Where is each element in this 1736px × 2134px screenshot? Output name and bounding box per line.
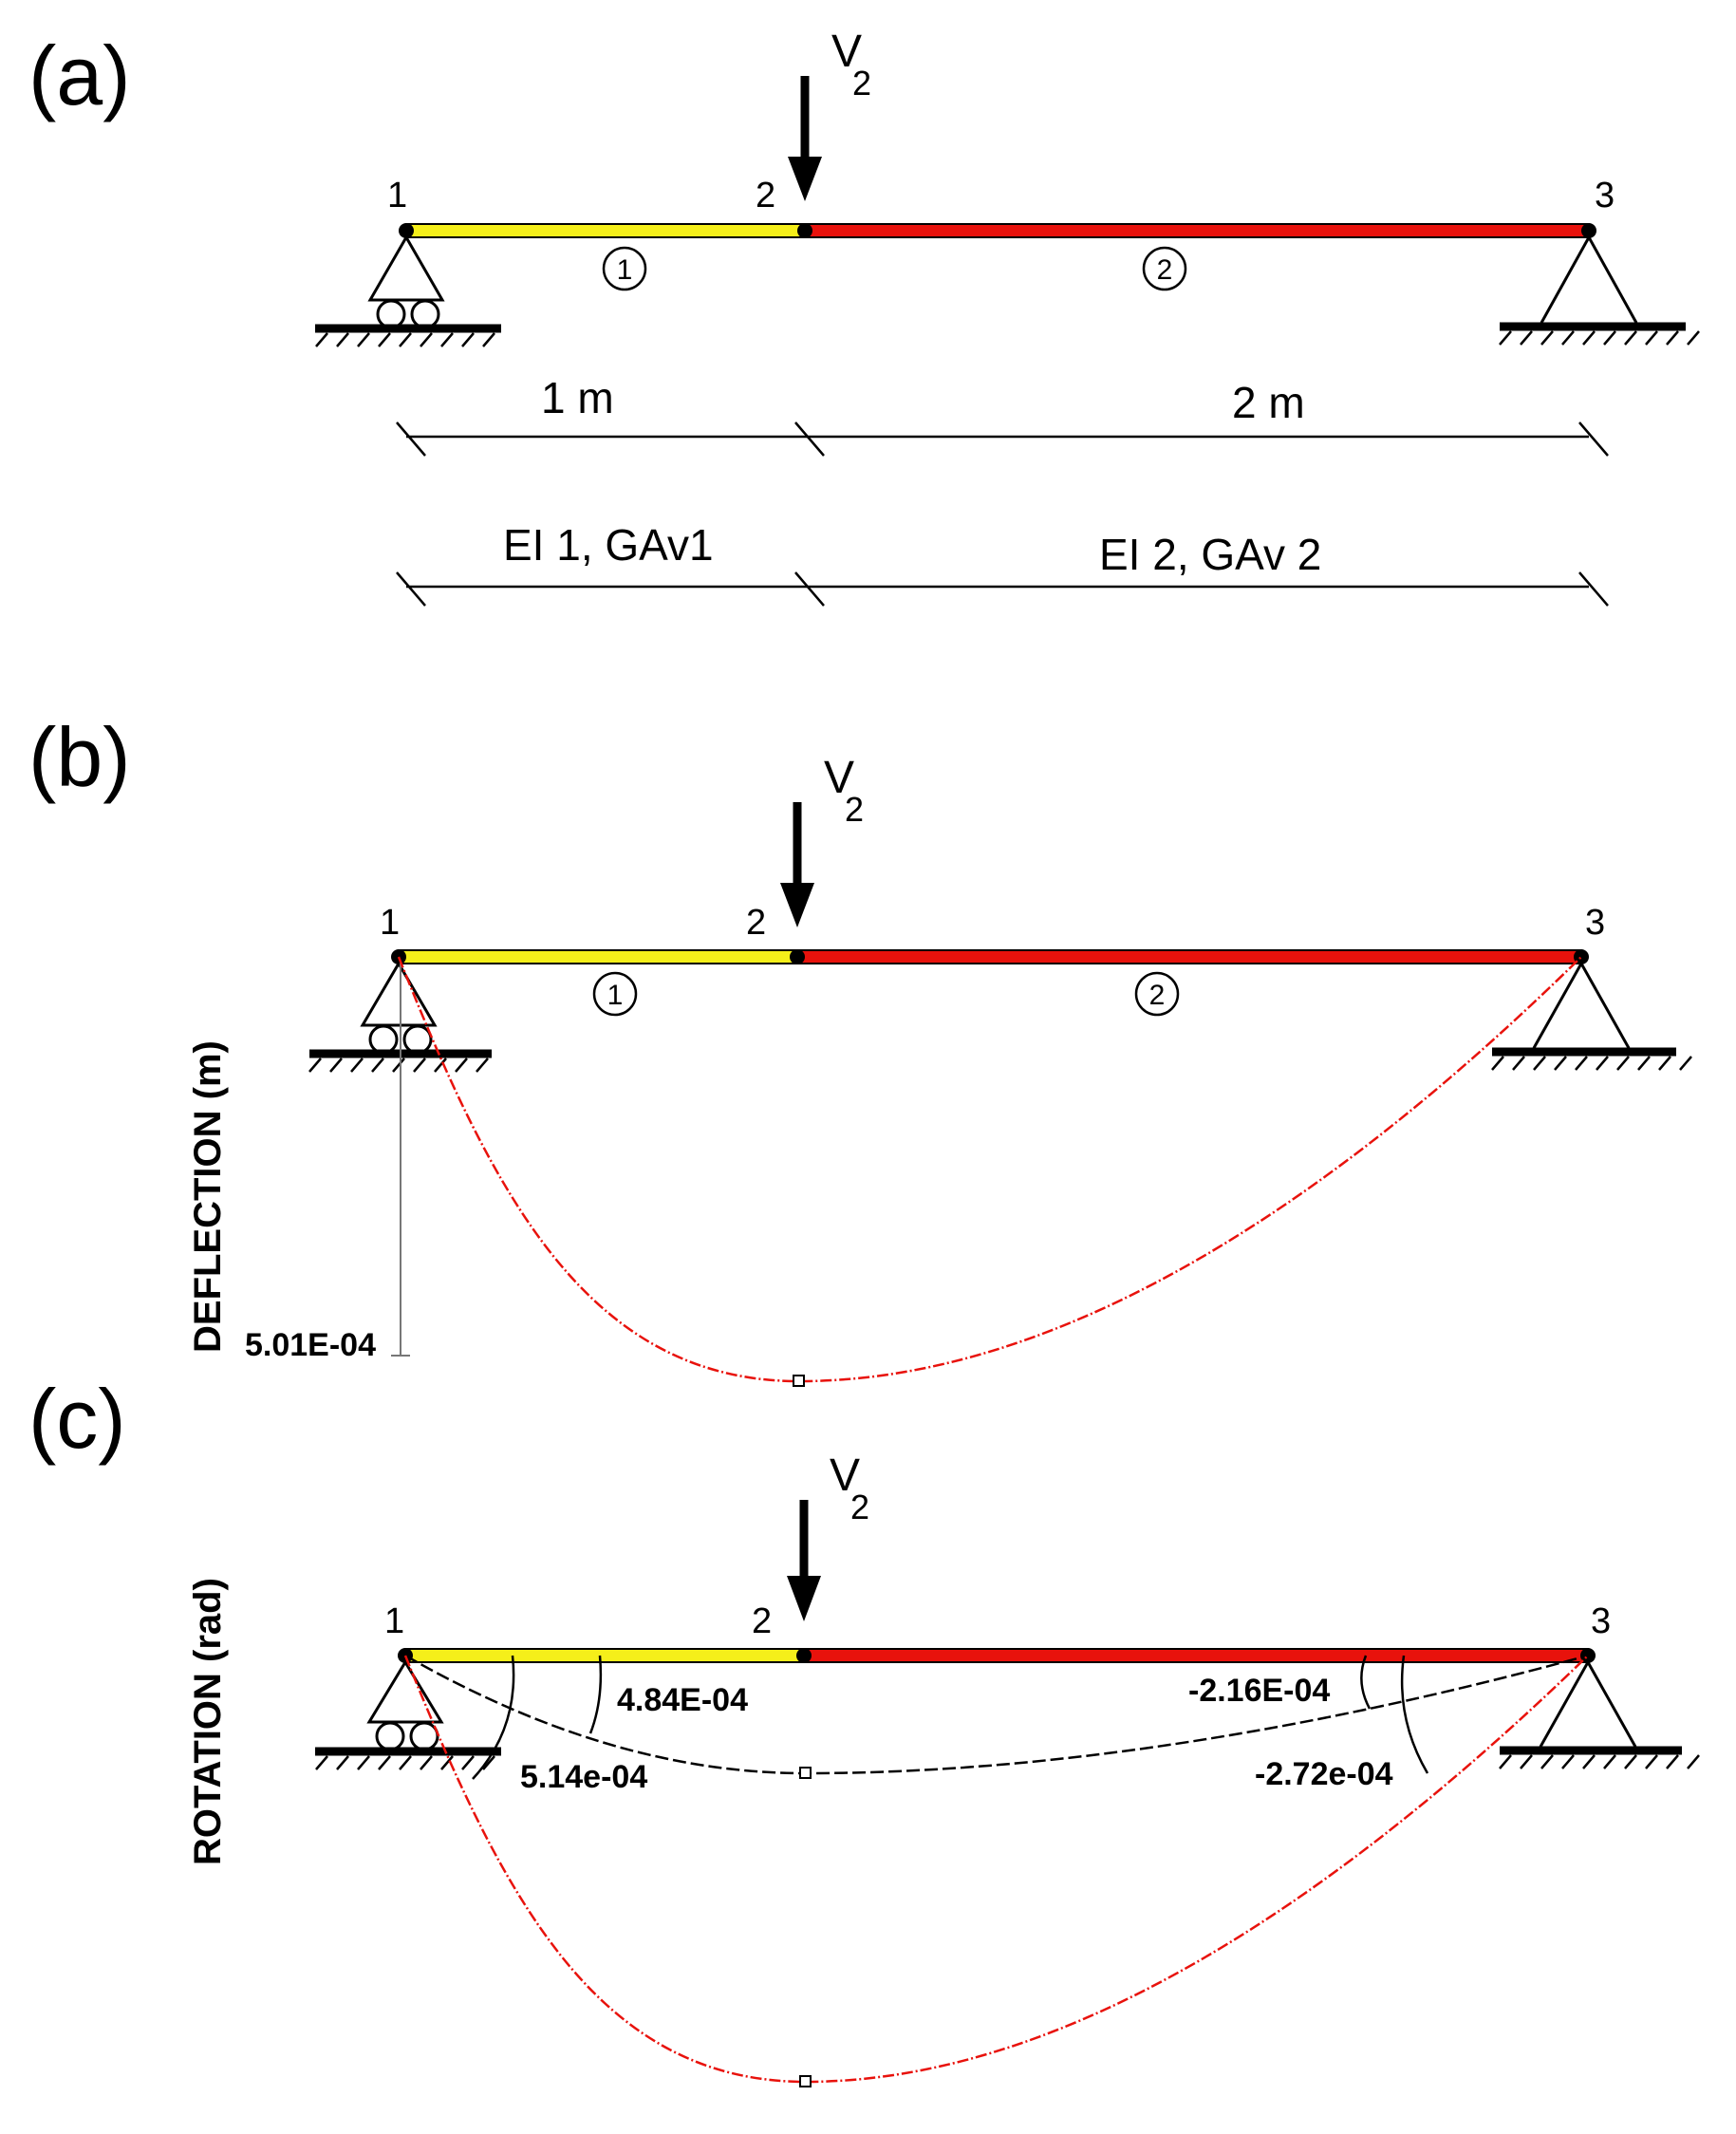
rotation-curve-primary — [403, 1655, 1589, 2084]
svg-text:1: 1 — [607, 980, 624, 1011]
pin-support-b — [1491, 963, 1692, 1071]
element-1-bar-c — [404, 1648, 805, 1663]
pin-support-a — [1499, 236, 1700, 346]
load-symbol-a: V — [831, 27, 862, 77]
element-1-bar-a — [405, 223, 806, 238]
rotation-value-left-inner: 4.84E-04 — [617, 1682, 748, 1718]
node-label-2-a: 2 — [756, 176, 775, 215]
node-label-1-b: 1 — [380, 903, 400, 943]
rotation-value-right-outer: -2.72e-04 — [1255, 1756, 1393, 1792]
rotation-value-left-outer: 5.14e-04 — [520, 1759, 647, 1795]
node-label-3-c: 3 — [1591, 1601, 1611, 1641]
property-dimension-line — [396, 571, 1609, 607]
node-3-dot-b — [1574, 949, 1589, 964]
property-2-label: EI 2, GAv 2 — [1099, 530, 1321, 579]
node-label-3-b: 3 — [1585, 903, 1605, 943]
svg-text:2: 2 — [1149, 980, 1166, 1011]
rotation-secondary-marker — [799, 1767, 812, 1779]
length-dimension-line — [396, 421, 1609, 457]
node-label-1-a: 1 — [387, 176, 407, 215]
load-arrow-c — [787, 1500, 821, 1621]
roller-support-c — [315, 1659, 501, 1770]
element-marker-1-a: 1 — [602, 246, 647, 291]
panel-c: (c) ROTATION (rad) V 2 1 2 3 — [28, 1372, 1700, 2087]
element-marker-2-a: 2 — [1142, 246, 1187, 291]
angle-arc-left-inner — [588, 1655, 603, 1734]
rotation-primary-marker — [799, 2075, 812, 2087]
load-symbol-c: V — [830, 1451, 860, 1501]
load-subscript-b: 2 — [845, 790, 864, 829]
deflection-curve — [397, 956, 1582, 1383]
load-arrow-a — [788, 76, 822, 201]
angle-arc-left-outer — [472, 1655, 515, 1780]
svg-text:1: 1 — [617, 254, 633, 286]
load-arrow-b — [780, 802, 814, 927]
node-2-dot-a — [797, 223, 812, 238]
panel-b: (b) DEFLECTION (m) V 2 1 2 3 1 2 — [28, 710, 1692, 1387]
deflection-value-label: 5.01E-04 — [245, 1327, 376, 1363]
panel-c-label: (c) — [28, 1372, 126, 1466]
rotation-curve-secondary — [404, 1654, 1589, 1775]
deflection-dimension-line — [391, 961, 410, 1357]
deflection-axis-title: DEFLECTION (m) — [187, 1040, 229, 1353]
angle-arc-right-inner — [1360, 1655, 1372, 1710]
load-subscript-a: 2 — [852, 64, 871, 103]
node-label-2-b: 2 — [746, 903, 766, 943]
element-2-bar-b — [796, 949, 1582, 964]
node-2-dot-c — [796, 1648, 812, 1663]
rotation-value-right-inner: -2.16E-04 — [1188, 1673, 1330, 1709]
element-marker-1-b: 1 — [592, 971, 638, 1017]
svg-text:2: 2 — [1157, 254, 1173, 286]
length-2-label: 2 m — [1232, 378, 1305, 427]
load-symbol-b: V — [824, 753, 854, 803]
pin-support-c — [1499, 1661, 1700, 1769]
roller-support-a — [315, 234, 501, 347]
node-label-3-a: 3 — [1595, 176, 1615, 215]
element-marker-2-b: 2 — [1134, 971, 1180, 1017]
property-1-label: EI 1, GAv1 — [503, 520, 714, 570]
length-1-label: 1 m — [541, 373, 614, 422]
node-label-2-c: 2 — [752, 1601, 772, 1641]
rotation-axis-title: ROTATION (rad) — [187, 1578, 229, 1865]
element-1-bar-b — [398, 949, 798, 964]
panel-a: (a) V 2 1 2 3 1 2 — [28, 27, 1700, 607]
load-subscript-c: 2 — [850, 1488, 869, 1526]
node-1-dot-a — [399, 223, 414, 238]
node-3-dot-a — [1581, 223, 1596, 238]
deflection-max-marker — [793, 1375, 805, 1387]
panel-b-label: (b) — [28, 710, 131, 804]
angle-arc-right-outer — [1400, 1655, 1429, 1774]
node-label-1-c: 1 — [384, 1601, 404, 1641]
panel-a-label: (a) — [28, 28, 131, 122]
node-2-dot-b — [790, 949, 805, 964]
element-2-bar-a — [804, 223, 1590, 238]
element-2-bar-c — [803, 1648, 1589, 1663]
